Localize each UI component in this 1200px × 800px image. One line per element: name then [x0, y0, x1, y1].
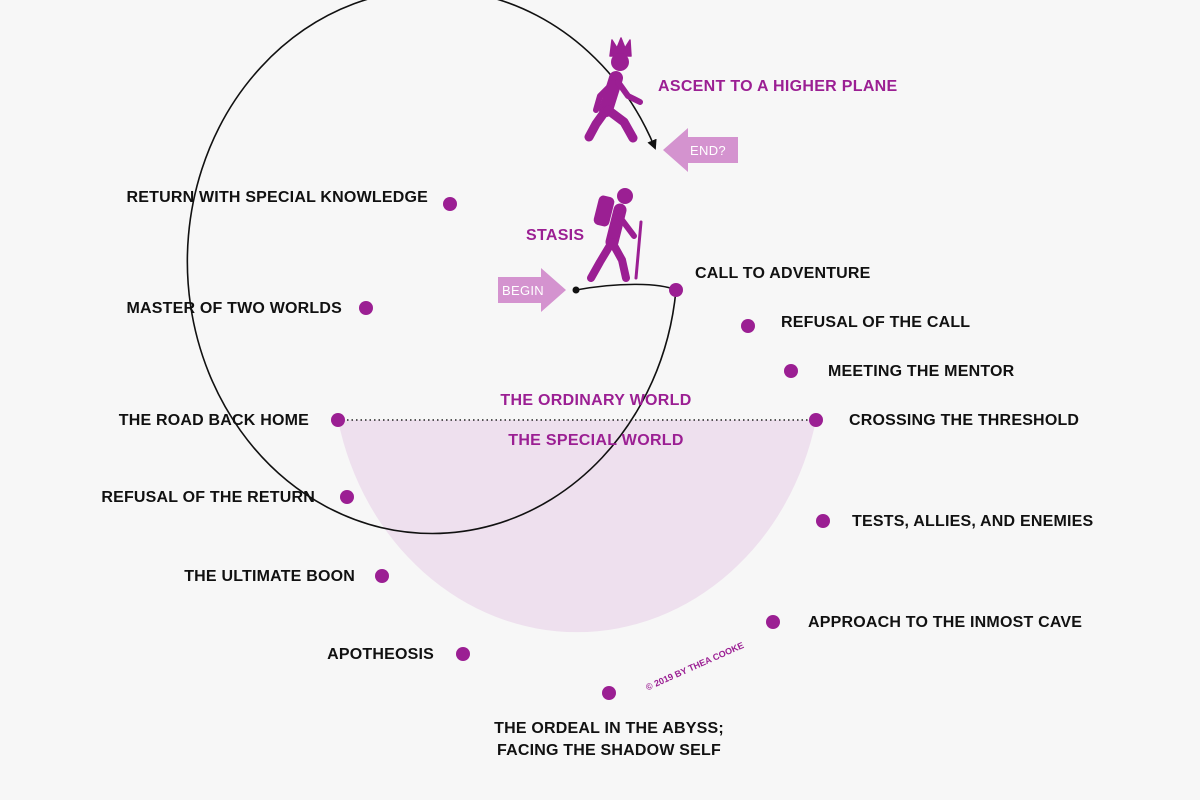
label-refusal-of-the-call: REFUSAL OF THE CALL — [781, 314, 970, 331]
label-ultimate-boon: THE ULTIMATE BOON — [184, 568, 355, 585]
begin-point — [572, 286, 580, 294]
label-return-special-knowledge: RETURN WITH SPECIAL KNOWLEDGE — [126, 189, 428, 206]
dot-master-two-worlds — [359, 301, 373, 315]
stasis-label: STASIS — [526, 227, 584, 244]
label-road-back-home: THE ROAD BACK HOME — [119, 412, 309, 429]
journey-path — [186, 0, 677, 535]
special-world-label: THE SPECIAL WORLD — [508, 432, 683, 449]
label-master-two-worlds: MASTER OF TWO WORLDS — [126, 300, 342, 317]
begin-arrow-label: BEGIN — [502, 283, 544, 298]
dot-tests-allies-enemies — [816, 514, 830, 528]
stage-dots — [331, 197, 830, 700]
begin-arrow: BEGIN — [498, 268, 566, 312]
label-ordeal-line2: FACING THE SHADOW SELF — [497, 742, 721, 759]
crowned-walker-icon — [584, 37, 643, 143]
dot-road-back-home — [331, 413, 345, 427]
ordinary-world-label: THE ORDINARY WORLD — [500, 392, 691, 409]
copyright-text: © 2019 BY THEA COOKE — [644, 640, 745, 692]
dot-ultimate-boon — [375, 569, 389, 583]
dot-apotheosis — [456, 647, 470, 661]
ascent-label: ASCENT TO A HIGHER PLANE — [658, 78, 898, 95]
dot-approach-inmost-cave — [766, 615, 780, 629]
label-ordeal-line1: THE ORDEAL IN THE ABYSS; — [494, 720, 724, 737]
special-world-region — [338, 420, 816, 633]
label-apotheosis: APOTHEOSIS — [327, 646, 434, 663]
end-arrow: END? — [663, 128, 738, 172]
label-meeting-the-mentor: MEETING THE MENTOR — [828, 363, 1015, 380]
label-approach-inmost-cave: APPROACH TO THE INMOST CAVE — [808, 614, 1082, 631]
dot-return-special-knowledge — [443, 197, 457, 211]
dot-meeting-the-mentor — [784, 364, 798, 378]
hiker-icon — [587, 188, 643, 282]
label-refusal-of-the-return: REFUSAL OF THE RETURN — [101, 489, 315, 506]
label-crossing-the-threshold: CROSSING THE THRESHOLD — [849, 412, 1079, 429]
dot-crossing-the-threshold — [809, 413, 823, 427]
dot-refusal-of-the-return — [340, 490, 354, 504]
end-arrow-label: END? — [690, 143, 726, 158]
label-call-to-adventure: CALL TO ADVENTURE — [695, 265, 871, 282]
dot-call-to-adventure — [669, 283, 683, 297]
dot-refusal-of-the-call — [741, 319, 755, 333]
dot-ordeal — [602, 686, 616, 700]
label-tests-allies-enemies: TESTS, ALLIES, AND ENEMIES — [852, 513, 1093, 530]
